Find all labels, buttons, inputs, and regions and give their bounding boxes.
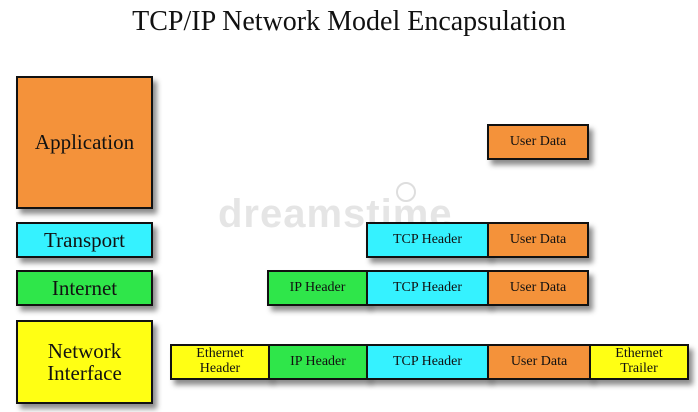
layer-application-label: Application	[34, 130, 135, 155]
internet-ip-header: IP Header	[267, 270, 368, 306]
internet-tcp-header-label: TCP Header	[392, 279, 463, 295]
net-ethernet-header-label: Ethernet Header	[196, 346, 244, 376]
layer-internet: Internet	[16, 270, 153, 306]
layer-network-interface: Network Interface	[16, 320, 153, 404]
net-tcp-header: TCP Header	[366, 344, 489, 380]
watermark-logo-icon	[396, 182, 416, 202]
net-ethernet-header: Ethernet Header	[170, 344, 270, 380]
internet-ip-header-label: IP Header	[289, 279, 346, 295]
net-tcp-header-label: TCP Header	[392, 353, 463, 369]
net-ethernet-trailer: Ethernet Trailer	[589, 344, 689, 380]
layer-internet-label: Internet	[51, 275, 118, 300]
net-ethernet-trailer-label: Ethernet Trailer	[615, 346, 663, 376]
net-user-data-label: User Data	[510, 353, 568, 369]
transport-tcp-header-label: TCP Header	[392, 231, 463, 247]
layer-transport: Transport	[16, 222, 153, 258]
transport-user-data-label: User Data	[509, 231, 567, 247]
net-user-data: User Data	[487, 344, 591, 380]
diagram-title: TCP/IP Network Model Encapsulation	[132, 6, 566, 37]
layer-network-interface-label: Network Interface	[47, 338, 122, 385]
app-user-data-label: User Data	[509, 133, 567, 149]
internet-tcp-header: TCP Header	[366, 270, 489, 306]
transport-user-data: User Data	[487, 222, 589, 258]
layer-application: Application	[16, 76, 153, 209]
net-ip-header-label: IP Header	[290, 353, 346, 369]
net-ip-header: IP Header	[268, 344, 368, 380]
app-user-data: User Data	[487, 124, 589, 160]
transport-tcp-header: TCP Header	[366, 222, 489, 258]
internet-user-data-label: User Data	[509, 279, 567, 295]
layer-transport-label: Transport	[44, 227, 125, 252]
internet-user-data: User Data	[487, 270, 589, 306]
